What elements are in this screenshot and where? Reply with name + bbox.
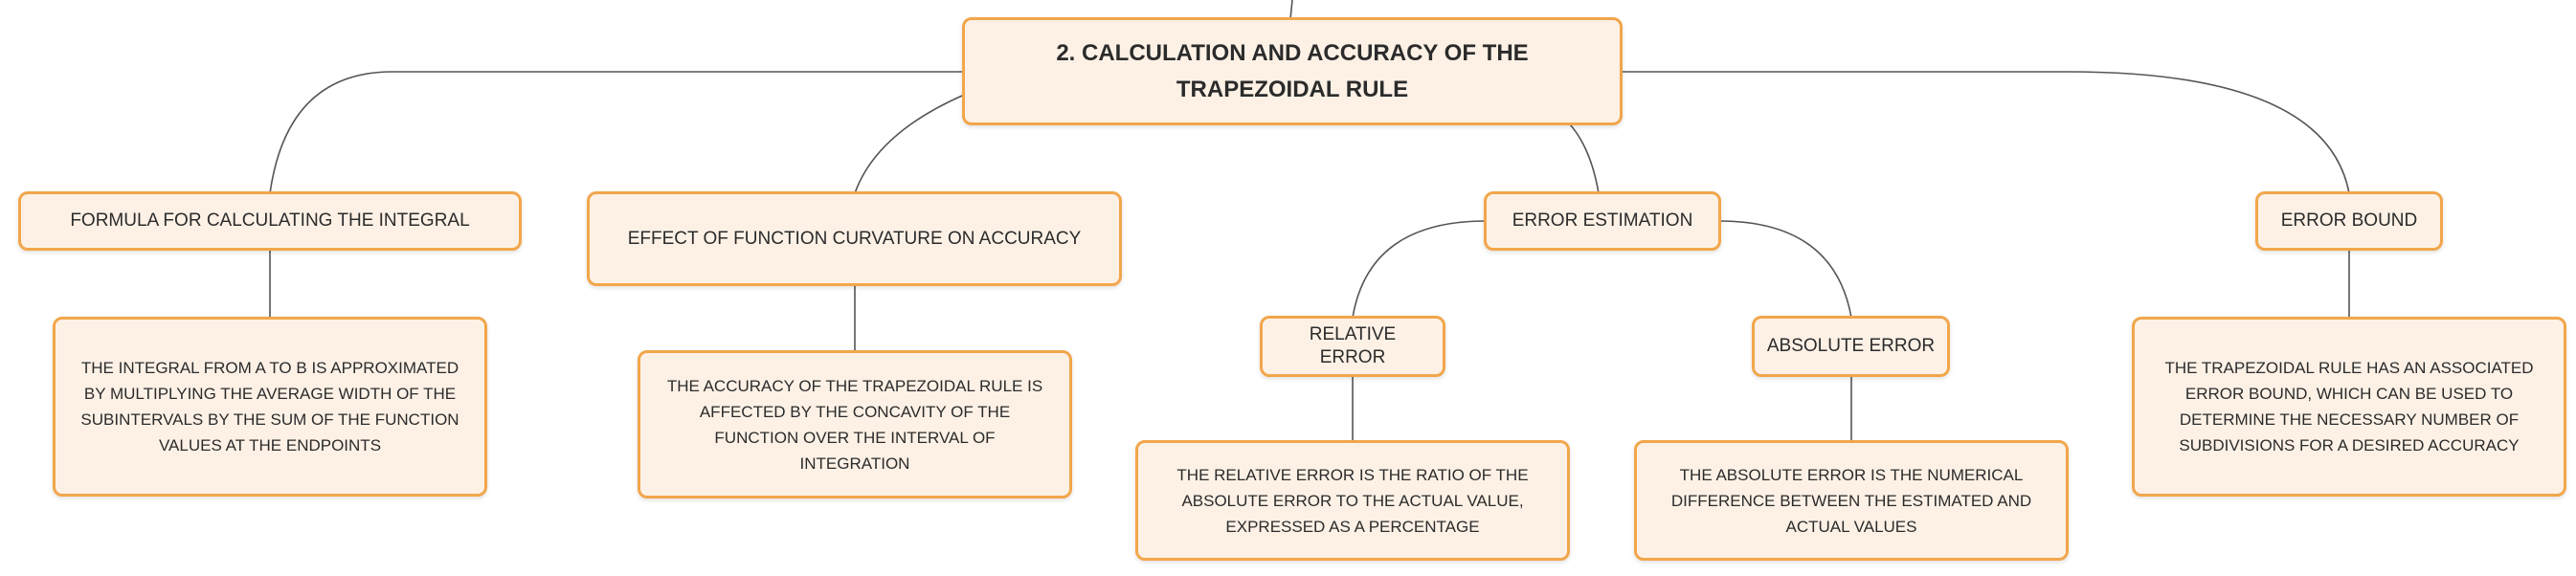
topic-formula-label: FORMULA FOR CALCULATING THE INTEGRAL [70, 210, 470, 231]
detail-absolute-error-text: THE ABSOLUTE ERROR IS THE NUMERICAL DIFF… [1670, 465, 2032, 536]
topic-error-estimation-label: ERROR ESTIMATION [1512, 210, 1693, 231]
detail-curvature[interactable]: THE ACCURACY OF THE TRAPEZOIDAL RULE IS … [638, 350, 1072, 498]
topic-formula[interactable]: FORMULA FOR CALCULATING THE INTEGRAL [18, 191, 522, 251]
topic-error-bound-label: ERROR BOUND [2280, 210, 2418, 231]
subtopic-absolute-error[interactable]: ABSOLUTE ERROR [1752, 316, 1950, 377]
topic-curvature[interactable]: EFFECT OF FUNCTION CURVATURE ON ACCURACY [587, 191, 1122, 286]
connector-parent [1289, 0, 1293, 20]
connector-root-curvature [854, 95, 963, 194]
topic-error-estimation[interactable]: ERROR ESTIMATION [1484, 191, 1721, 251]
subtopic-relative-error[interactable]: RELATIVE ERROR [1260, 316, 1445, 377]
detail-error-bound[interactable]: THE TRAPEZOIDAL RULE HAS AN ASSOCIATED E… [2132, 317, 2566, 497]
connector-root-error-estimation [1569, 123, 1600, 194]
connector-root-formula [269, 71, 962, 194]
root-node[interactable]: 2. CALCULATION AND ACCURACY OF THE TRAPE… [962, 17, 1623, 125]
connector-estimation-absolute [1718, 220, 1852, 319]
topic-error-bound[interactable]: ERROR BOUND [2255, 191, 2443, 251]
topic-curvature-label: EFFECT OF FUNCTION CURVATURE ON ACCURACY [627, 228, 1082, 249]
root-title: 2. CALCULATION AND ACCURACY OF THE TRAPE… [1056, 39, 1529, 102]
subtopic-relative-error-label: RELATIVE ERROR [1309, 324, 1397, 367]
connector-root-error-bound [1623, 71, 2350, 194]
connector-estimation-relative [1352, 220, 1487, 319]
detail-relative-error-text: THE RELATIVE ERROR IS THE RATIO OF THE A… [1176, 465, 1529, 536]
detail-formula[interactable]: THE INTEGRAL FROM A TO B IS APPROXIMATED… [53, 317, 487, 497]
detail-error-bound-text: THE TRAPEZOIDAL RULE HAS AN ASSOCIATED E… [2164, 359, 2534, 454]
detail-absolute-error[interactable]: THE ABSOLUTE ERROR IS THE NUMERICAL DIFF… [1634, 440, 2069, 561]
subtopic-absolute-error-label: ABSOLUTE ERROR [1766, 336, 1936, 356]
detail-formula-text: THE INTEGRAL FROM A TO B IS APPROXIMATED… [80, 359, 459, 454]
detail-curvature-text: THE ACCURACY OF THE TRAPEZOIDAL RULE IS … [666, 376, 1043, 473]
detail-relative-error[interactable]: THE RELATIVE ERROR IS THE RATIO OF THE A… [1135, 440, 1570, 561]
